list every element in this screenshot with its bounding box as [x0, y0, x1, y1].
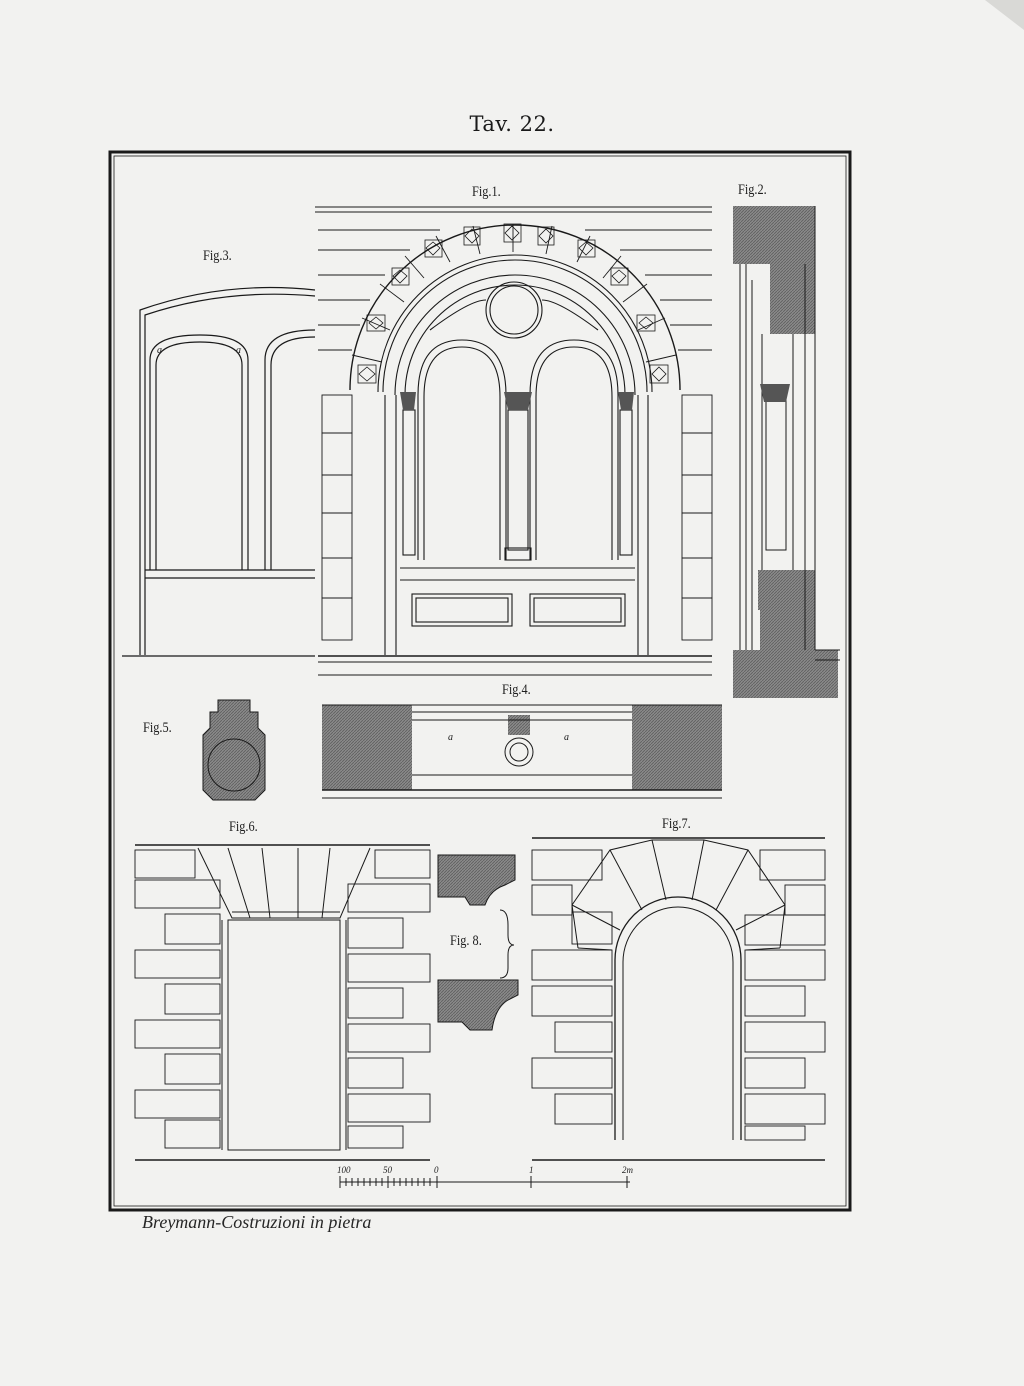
fig3-mark-a2: a	[236, 345, 241, 356]
scale-label-2m: 2m	[622, 1165, 633, 1175]
fig6-drawing	[134, 844, 431, 1151]
fig3-drawing	[122, 286, 316, 657]
fig5-drawing	[202, 699, 266, 801]
fig4-mark-a1: a	[448, 732, 453, 743]
fig7-drawing	[531, 837, 826, 1141]
page-curl	[985, 0, 1024, 30]
fig7-label: Fig.7.	[662, 816, 691, 832]
plate-caption: Breymann-Costruzioni in pietra	[142, 1212, 372, 1232]
fig4-label: Fig.4.	[502, 682, 531, 698]
scale-label-0: 0	[434, 1165, 439, 1175]
scale-label-50: 50	[383, 1165, 392, 1175]
fig3-mark-a1: a	[157, 345, 162, 356]
fig1-label: Fig.1.	[472, 184, 501, 200]
fig6-label: Fig.6.	[229, 819, 258, 835]
fig4-drawing	[322, 704, 722, 799]
fig1-drawing	[315, 206, 713, 676]
plate-frame	[108, 150, 852, 1212]
fig5-label: Fig.5.	[143, 720, 172, 736]
plate-title: Tav. 22.	[469, 112, 555, 136]
fig8-drawing	[437, 854, 519, 1031]
scale-label-100: 100	[337, 1165, 351, 1175]
fig4-mark-a2: a	[564, 732, 569, 743]
fig8-label: Fig. 8.	[450, 933, 482, 949]
fig1-capitals	[400, 392, 634, 410]
scale-label-1: 1	[529, 1165, 534, 1175]
scale-bar	[339, 1176, 630, 1188]
fig2-drawing	[733, 206, 840, 698]
fig2-label: Fig.2.	[738, 182, 767, 198]
fig3-label: Fig.3.	[203, 248, 232, 264]
